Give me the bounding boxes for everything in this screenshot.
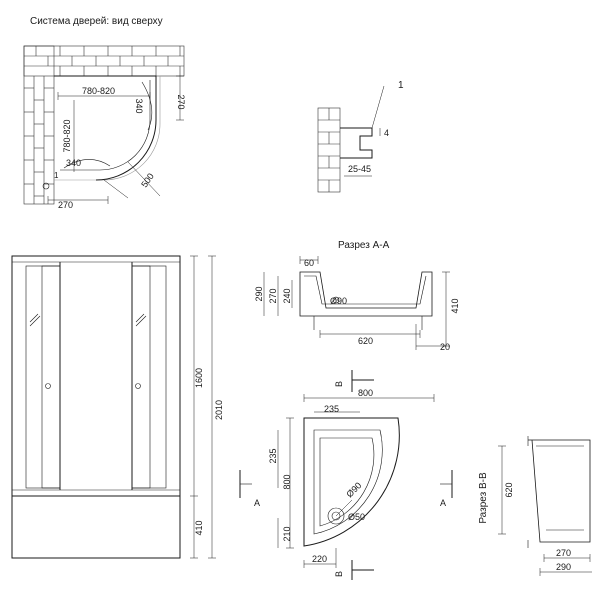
dim-aa-620: 620 bbox=[358, 336, 373, 346]
callout-1: 1 bbox=[398, 80, 404, 91]
dim-bb-620: 620 bbox=[504, 482, 514, 497]
drain-aa-icon bbox=[332, 296, 340, 304]
dim-bb-290: 290 bbox=[556, 562, 571, 572]
dim-diag-500: 500 bbox=[139, 171, 156, 189]
dim-plan-drain-outer: Ø90 bbox=[344, 480, 363, 499]
front-view-diagram: 1600 2010 410 bbox=[11, 255, 224, 559]
tray-drain-outer-icon bbox=[327, 507, 345, 525]
section-mark-a-right: A bbox=[440, 498, 446, 508]
top-wall-bricks bbox=[23, 45, 185, 77]
enclosure-outline bbox=[42, 75, 161, 199]
dim-plan-235-left: 235 bbox=[268, 448, 278, 463]
dim-aa-60: 60 bbox=[304, 258, 314, 268]
dim-plan-220: 220 bbox=[312, 554, 327, 564]
section-bb-title: Разрез В-В bbox=[478, 472, 489, 524]
section-mark-b-bottom: B bbox=[334, 571, 344, 577]
section-mark-b-top: B bbox=[334, 381, 344, 387]
dim-aa-290: 290 bbox=[254, 286, 264, 301]
dim-plan-drain-inner: Ø50 bbox=[348, 512, 365, 522]
dim-side-270: 270 bbox=[176, 94, 186, 109]
dim-plan-800-left: 800 bbox=[282, 474, 292, 489]
dim-width-range: 780-820 bbox=[82, 86, 115, 96]
dim-height-range: 780-820 bbox=[62, 119, 72, 152]
dim-aa-270: 270 bbox=[268, 288, 278, 303]
top-view-diagram: Система дверей: вид сверху bbox=[23, 16, 186, 210]
dim-glass-height: 1600 bbox=[194, 368, 204, 388]
handle-left-icon bbox=[45, 383, 51, 389]
callout-leader bbox=[371, 85, 385, 129]
profile-detail: 1 4 25-45 bbox=[317, 80, 404, 193]
top-view-title: Система дверей: вид сверху bbox=[30, 16, 163, 27]
dim-aa-240: 240 bbox=[282, 288, 292, 303]
dim-total-height: 2010 bbox=[214, 400, 224, 420]
dim-aa-410: 410 bbox=[450, 298, 460, 313]
dim-aa-20: 20 bbox=[440, 342, 450, 352]
dim-plan-210: 210 bbox=[282, 526, 292, 541]
dim-bottom-340: 340 bbox=[66, 158, 81, 168]
left-wall-bricks bbox=[23, 45, 55, 205]
section-aa-title: Разрез А-А bbox=[338, 240, 390, 251]
dim-plan-800-top: 800 bbox=[358, 388, 373, 398]
dim-tray-height: 410 bbox=[194, 520, 204, 535]
tray-drain-inner-icon bbox=[331, 511, 341, 521]
dim-profile-4: 4 bbox=[384, 128, 389, 138]
dim-bb-270: 270 bbox=[556, 548, 571, 558]
section-bb-diagram: Разрез В-В 620 270 290 bbox=[478, 436, 592, 576]
dim-side-340: 340 bbox=[134, 98, 144, 113]
dim-aa-drain: Ø90 bbox=[330, 296, 347, 306]
dim-plan-235-top: 235 bbox=[324, 404, 339, 414]
tray-plan-diagram: B B A A 800 235 235 800 210 220 Ø90 Ø50 bbox=[239, 370, 453, 580]
marker-1: 1 bbox=[54, 171, 59, 180]
section-aa-diagram: Разрез А-А 60 290 270 240 Ø90 410 620 20 bbox=[254, 240, 460, 352]
section-mark-a-left: A bbox=[254, 498, 260, 508]
handle-right-icon bbox=[135, 383, 141, 389]
dim-profile-range: 25-45 bbox=[348, 164, 371, 174]
dim-bottom-270: 270 bbox=[58, 200, 73, 210]
